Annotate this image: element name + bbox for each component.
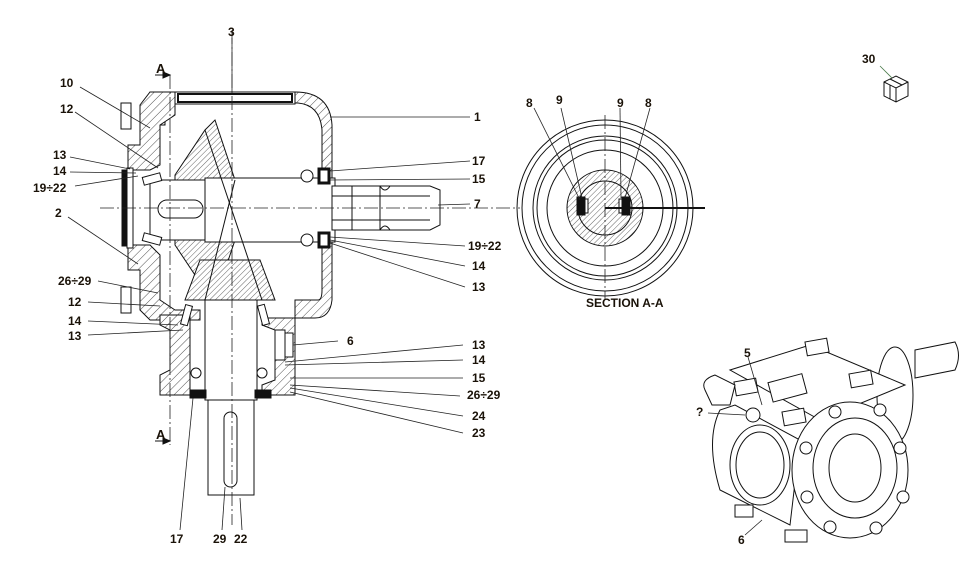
- callout-question: ?: [696, 405, 703, 419]
- callout-14: 14: [68, 314, 82, 328]
- bolt-bottom: [120, 286, 132, 314]
- main-cross-section: [100, 30, 520, 525]
- taper-bearing-right: [256, 303, 271, 327]
- section-label: SECTION A-A: [586, 296, 664, 310]
- leader-lines-main: [67, 38, 471, 531]
- callout-14: 14: [53, 164, 67, 178]
- callout-13: 13: [472, 338, 486, 352]
- housing-left-wall: [127, 91, 176, 171]
- callout-23: 23: [472, 426, 486, 440]
- housing-left-lower: [127, 244, 201, 321]
- callout-12: 12: [68, 295, 82, 309]
- lower-bearing-left: [190, 367, 202, 379]
- callout-9: 9: [556, 93, 563, 107]
- callout-15: 15: [472, 172, 486, 186]
- iso-left-bore: [729, 424, 791, 506]
- callout-26-29: 26÷29: [58, 274, 92, 288]
- callout-29: 29: [213, 532, 227, 546]
- key-right: [621, 196, 631, 216]
- callout-30: 30: [862, 52, 876, 66]
- callout-19-22: 19÷22: [33, 181, 67, 195]
- bearing-ball-bottom: [300, 233, 314, 247]
- callout-5: 5: [744, 346, 751, 360]
- callout-10: 10: [60, 76, 74, 90]
- callout-2: 2: [55, 206, 62, 220]
- callout-12: 12: [60, 102, 74, 116]
- lower-bearing-right: [256, 367, 268, 379]
- drain-plug: [274, 329, 286, 361]
- iso-plug: [745, 407, 761, 423]
- taper-bearing-left: [179, 303, 194, 327]
- callout-14: 14: [472, 353, 486, 367]
- callout-8: 8: [526, 96, 533, 110]
- bolt-top: [120, 102, 132, 130]
- vertical-keyway: [223, 411, 238, 488]
- callout-13: 13: [53, 148, 67, 162]
- lower-housing: [159, 314, 191, 396]
- callout-6: 6: [347, 334, 354, 348]
- key-left: [576, 196, 586, 216]
- section-marker-bottom: A: [156, 427, 166, 442]
- callout-8: 8: [645, 96, 652, 110]
- callout-22: 22: [234, 532, 248, 546]
- pinion-gear: [184, 259, 276, 301]
- isometric-gearbox-view: 5 ? 6: [696, 337, 959, 547]
- callout-15: 15: [472, 371, 486, 385]
- callout-13: 13: [472, 280, 486, 294]
- vertical-shaft: [204, 299, 258, 401]
- lower-seal-left: [189, 389, 207, 399]
- iso-right-bore: [828, 433, 882, 503]
- callout-9: 9: [617, 96, 624, 110]
- callout-1: 1: [474, 110, 481, 124]
- section-a-a-view: 8 9 9 8 SECTION A-A: [516, 93, 705, 310]
- shaft-keyway: [157, 199, 204, 219]
- lower-seal-right: [254, 389, 272, 399]
- bearing-ball-top: [300, 169, 314, 183]
- callouts-main: 3 1 10 12 13 14 19÷22 2 17 15 7 19÷22 14…: [33, 25, 502, 546]
- callout-24: 24: [472, 409, 486, 423]
- callout-17: 17: [472, 154, 486, 168]
- section-marker-top: A: [156, 61, 166, 76]
- iso-bolts: [799, 403, 910, 535]
- callout-7: 7: [474, 197, 481, 211]
- callout-6: 6: [738, 533, 745, 547]
- callout-3: 3: [228, 25, 235, 39]
- callout-13: 13: [68, 329, 82, 343]
- iso-top-face: [728, 344, 907, 421]
- housing: [149, 91, 333, 319]
- callout-19-22: 19÷22: [468, 239, 502, 253]
- callout-26-29: 26÷29: [467, 388, 501, 402]
- package-icon: 30: [862, 52, 909, 103]
- callout-17: 17: [170, 532, 184, 546]
- callout-14: 14: [472, 259, 486, 273]
